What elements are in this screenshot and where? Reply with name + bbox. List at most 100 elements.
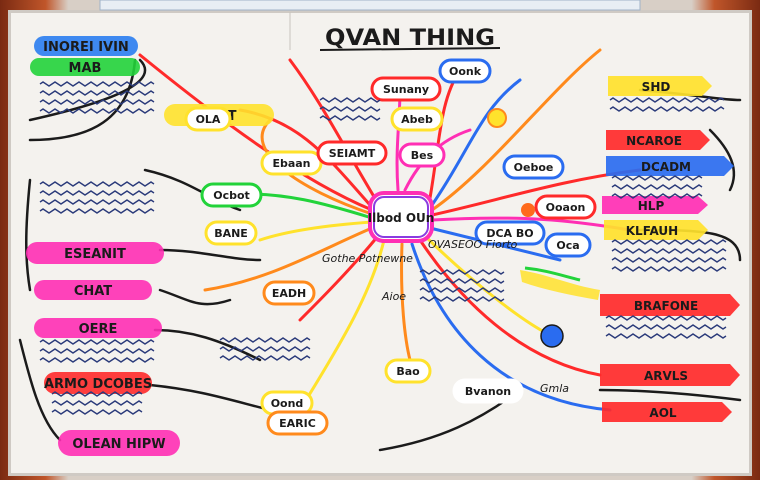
- inner-node-text: Bvanon: [465, 385, 511, 398]
- right-label-text: AOL: [649, 406, 676, 420]
- right-label: BRAFONE: [600, 294, 740, 316]
- inner-node-text: Bes: [411, 149, 434, 162]
- left-label: MAB: [30, 58, 140, 76]
- handwritten-line: [51, 400, 143, 406]
- inner-node: DCA BO: [474, 220, 546, 246]
- inner-node: OLA: [184, 106, 232, 132]
- inner-node-text: BANE: [214, 227, 248, 240]
- inner-node: EARIC: [266, 410, 329, 436]
- free-text: Gmla: [540, 382, 569, 395]
- inner-node-text: OLA: [196, 113, 221, 126]
- inner-node: SEIAMT: [316, 140, 388, 166]
- right-label: DCADM: [606, 156, 734, 176]
- handwritten-line: [39, 339, 155, 345]
- left-label: INOREI IVIN: [34, 36, 138, 56]
- orange-dot: [521, 203, 535, 217]
- left-label-text: INOREI IVIN: [43, 40, 129, 55]
- inner-node: Sunany: [370, 76, 442, 102]
- handwritten-line: [611, 266, 727, 272]
- inner-node: Bao: [384, 358, 432, 384]
- inner-node-text: Bao: [396, 365, 420, 378]
- inner-node-text: EARIC: [279, 417, 316, 430]
- right-label: SHD: [608, 76, 712, 96]
- handwritten-line: [609, 106, 725, 112]
- inner-node: Bes: [398, 142, 446, 168]
- handwritten-line: [609, 97, 725, 103]
- handwritten-line: [419, 278, 505, 284]
- inner-node: Ocbot: [200, 182, 263, 208]
- board-title: QVAN THING: [325, 26, 495, 51]
- yellow-wave: [520, 270, 600, 300]
- free-text: Gothe Potnewne: [322, 252, 413, 265]
- handwritten-line: [39, 348, 155, 354]
- handwritten-line: [611, 239, 727, 245]
- left-label-text: ARMO DCOBES: [44, 377, 152, 392]
- handwritten-line: [319, 97, 381, 103]
- right-label: ARVLS: [600, 364, 740, 386]
- handwritten-line: [39, 208, 155, 214]
- inner-node-text: Oond: [271, 397, 304, 410]
- right-label-text: SHD: [642, 80, 671, 94]
- inner-node: Oonk: [438, 58, 492, 84]
- handwritten-line: [611, 257, 727, 263]
- inner-node-text: Ebaan: [272, 157, 310, 170]
- right-label: NCAROE: [606, 130, 710, 150]
- center-node: Ilbod OUn: [368, 191, 435, 243]
- handwritten-line: [51, 391, 143, 397]
- inner-node-text: Abeb: [401, 113, 433, 126]
- left-label-text: MAB: [69, 61, 102, 76]
- inner-node-text: Sunany: [383, 83, 429, 96]
- left-label: OLEAN HIPW: [58, 430, 180, 456]
- blue-dot: [540, 324, 564, 348]
- right-label: HLP: [602, 196, 708, 214]
- handwritten-line: [611, 184, 703, 190]
- left-label: OERE: [34, 318, 162, 338]
- inner-node-text: DCA BO: [486, 227, 533, 240]
- handwritten-line: [611, 248, 727, 254]
- right-label-text: KLFAUH: [626, 224, 678, 238]
- inner-node-text: Oeboe: [514, 161, 554, 174]
- center-node-label: Ilbod OUn: [368, 211, 435, 225]
- handwritten-line: [605, 333, 727, 339]
- green-wave: [524, 266, 581, 282]
- yellow-dot: [487, 108, 507, 128]
- handwritten-line: [39, 99, 155, 105]
- handwritten-line: [219, 355, 311, 361]
- handwritten-line: [611, 175, 703, 181]
- free-text: Aioe: [381, 290, 406, 303]
- handwritten-line: [39, 357, 155, 363]
- inner-node: Oeboe: [502, 154, 565, 180]
- inner-node: Oca: [544, 232, 592, 258]
- handwritten-line: [419, 287, 505, 293]
- handwritten-line: [51, 409, 143, 415]
- inner-node-text: Ocbot: [213, 189, 250, 202]
- handwritten-line: [219, 346, 311, 352]
- inner-node: Ooaon: [534, 194, 597, 220]
- handwritten-line: [319, 115, 381, 121]
- inner-node-text: Ooaon: [546, 201, 586, 214]
- right-label-text: BRAFONE: [634, 299, 698, 313]
- inner-node: EADH: [262, 280, 316, 306]
- left-label-text: OERE: [79, 322, 118, 337]
- handwritten-line: [39, 199, 155, 205]
- handwritten-line: [39, 90, 155, 96]
- inner-node: Abeb: [390, 106, 444, 132]
- right-label: AOL: [602, 402, 732, 422]
- left-label: ARMO DCOBES: [44, 372, 152, 394]
- left-label-text: OLEAN HIPW: [72, 437, 165, 452]
- inner-node-text: Oca: [556, 239, 579, 252]
- inner-node: Ebaan: [260, 150, 323, 176]
- handwritten-line: [605, 315, 727, 321]
- inner-node-text: Oonk: [449, 65, 482, 78]
- handwritten-line: [605, 324, 727, 330]
- handwritten-line: [419, 296, 505, 302]
- handwritten-line: [39, 190, 155, 196]
- inner-node: Bvanon: [452, 378, 524, 404]
- handwritten-line: [419, 269, 505, 275]
- handwritten-line: [39, 108, 155, 114]
- handwritten-line: [219, 337, 311, 343]
- inner-node: BANE: [204, 220, 258, 246]
- free-text: OVASEOO Fiorto: [428, 238, 518, 251]
- right-label-text: HLP: [638, 199, 665, 213]
